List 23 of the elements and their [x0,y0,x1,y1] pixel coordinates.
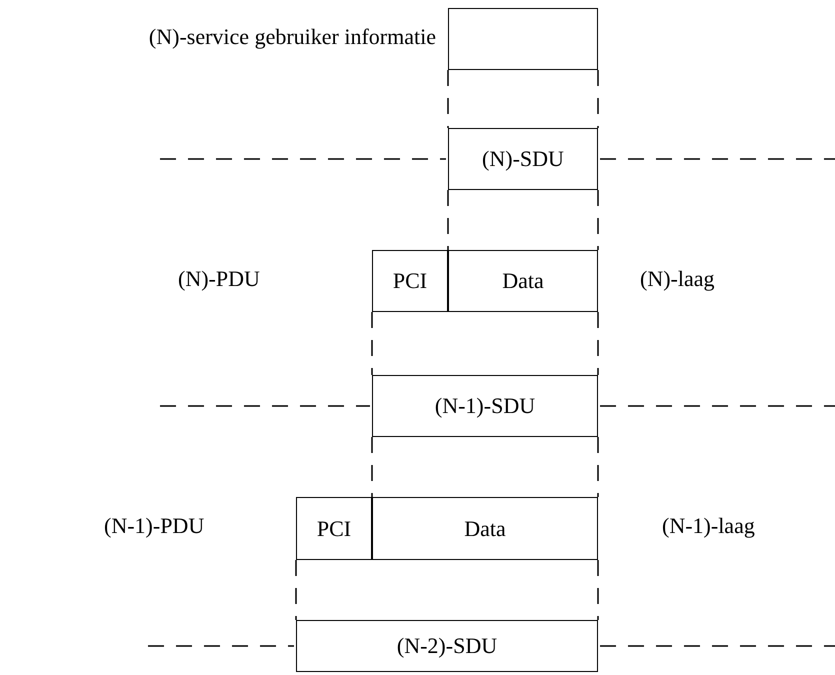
dashed-connector [597,560,599,620]
data-box: Data [448,250,598,312]
sdu-box: (N)-SDU [448,128,598,190]
pci-box: PCI [372,250,448,312]
layer-label: (N-1)-PDU [104,513,204,539]
dashed-connector [597,70,599,128]
caption-text: (N)-service gebruiker informatie [148,24,436,50]
layer-label: (N-1)-laag [662,513,755,539]
data-box: Data [372,497,598,560]
dashed-connector [447,70,449,128]
dashed-connector [597,437,599,497]
layer-label: (N)-PDU [178,266,260,292]
dashed-connector [371,437,373,497]
sdu-box: (N-1)-SDU [372,375,598,437]
layer-label: (N)-laag [640,266,715,292]
dashed-connector [597,190,599,250]
dashed-connector [447,190,449,250]
dashed-connector [597,312,599,375]
dashed-connector [371,312,373,375]
sdu-box: (N-2)-SDU [296,620,598,672]
pci-box: PCI [296,497,372,560]
empty-box [448,8,598,70]
dashed-connector [295,560,297,620]
